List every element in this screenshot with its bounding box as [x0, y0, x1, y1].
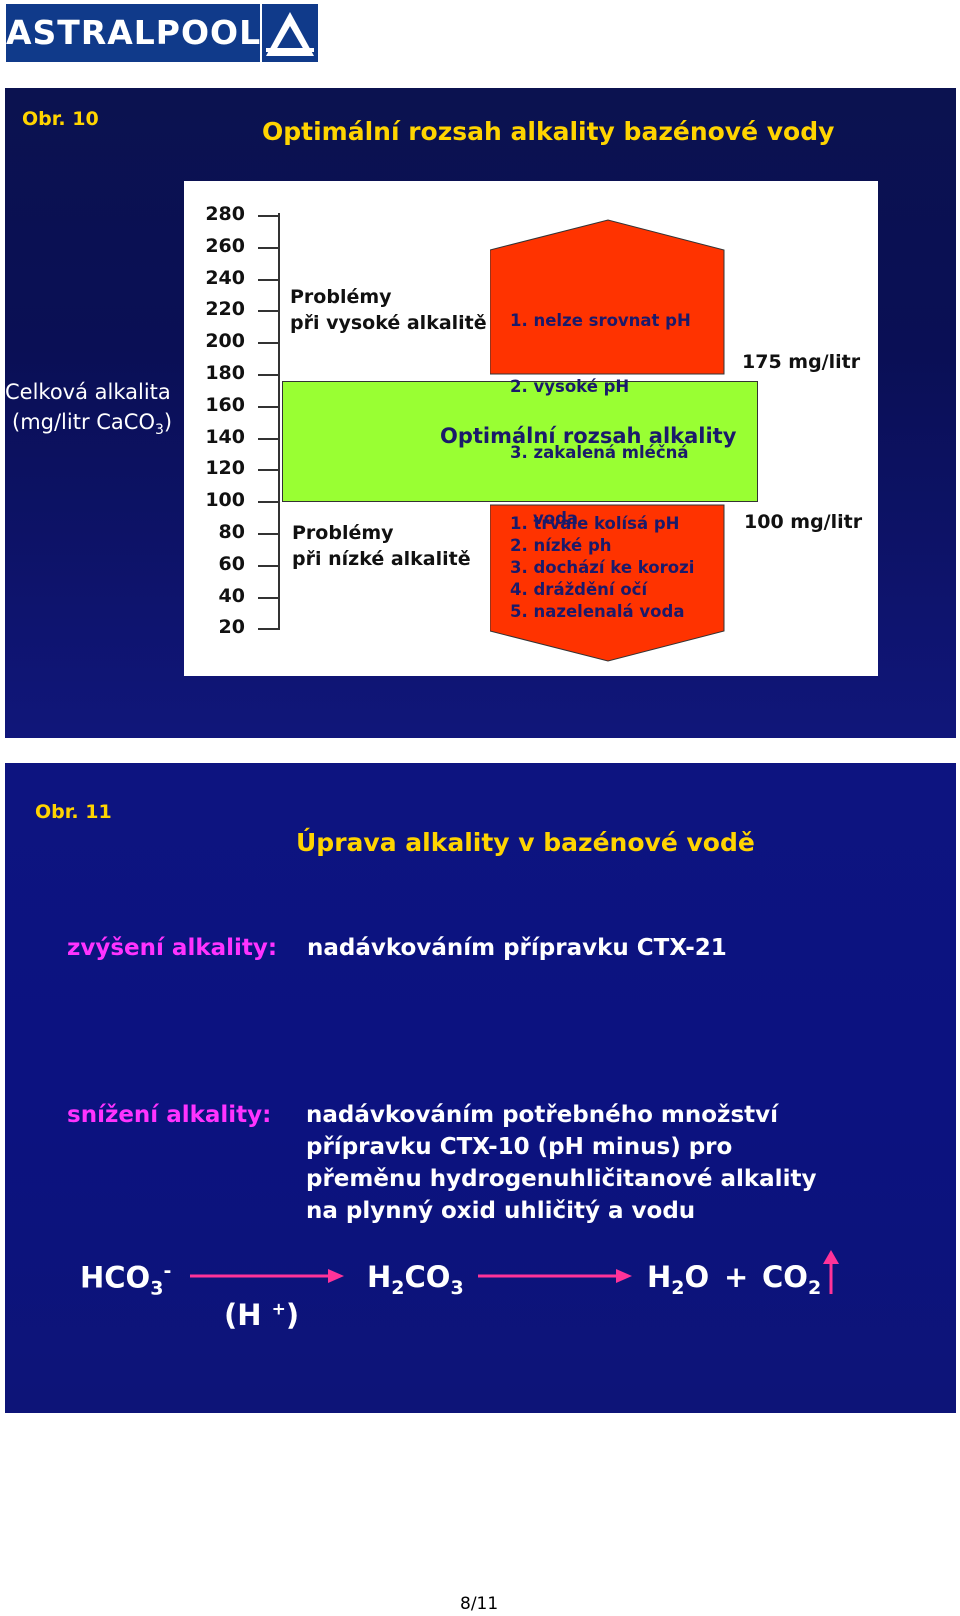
tick-mark — [258, 501, 280, 504]
tick-mark — [258, 246, 280, 249]
list-item: 1. nelze srovnat pH — [510, 311, 691, 330]
y-axis-title-line2: (mg/litr CaCO3) — [12, 410, 173, 439]
lower-limit-label: 100 mg/litr — [744, 511, 863, 533]
catalyst-h-plus: (H +) — [224, 1298, 300, 1332]
tick-label: 160 — [205, 393, 245, 416]
tick-label: 220 — [205, 298, 245, 321]
slide2-title: Úprava alkality v bazénové vodě — [296, 828, 755, 857]
tick-mark — [258, 342, 280, 345]
high-problem-shape — [490, 219, 725, 375]
intermediate-h2co3: H2CO3 — [367, 1260, 464, 1299]
decrease-line: přípravku CTX-10 (pH minus) pro — [306, 1134, 733, 1160]
low-problems-line1: Problémy — [292, 522, 394, 544]
tick-mark — [258, 437, 280, 440]
tick-label: 40 — [218, 584, 245, 607]
slide1-title: Optimální rozsah alkality bazénové vody — [262, 117, 835, 146]
tick-label: 140 — [205, 425, 245, 448]
tick-label: 20 — [218, 616, 245, 639]
decrease-text: nadávkováním potřebného množství příprav… — [306, 1099, 816, 1227]
low-problems-heading: Problémy při nízké alkalitě — [292, 520, 471, 572]
tick-mark — [258, 533, 280, 535]
tick-mark — [258, 215, 280, 217]
page-number: 8/11 — [460, 1594, 499, 1614]
increase-label: zvýšení alkality: — [67, 935, 278, 961]
astralpool-logo: ASTRALPOOL — [6, 4, 320, 62]
increase-text: nadávkováním přípravku CTX-21 — [307, 935, 727, 961]
reaction-arrow-2 — [478, 1269, 632, 1283]
gas-up-arrow-icon — [823, 1250, 839, 1294]
tick-label: 280 — [205, 203, 245, 225]
list-item: 2. vysoké pH — [510, 377, 630, 396]
tick-mark — [258, 564, 280, 567]
figure-label-11: Obr. 11 — [35, 801, 112, 823]
list-item: 1. trvale kolísá pH — [510, 514, 680, 533]
list-item: 5. nazelenalá voda — [510, 602, 685, 621]
reaction-arrow-1 — [190, 1269, 344, 1283]
tick-mark — [258, 405, 280, 408]
decrease-line: přeměnu hydrogenuhličitanové alkality — [306, 1166, 817, 1192]
tick-mark — [258, 469, 280, 472]
upper-limit-label: 175 mg/litr — [742, 351, 861, 373]
low-problems-line2: při nízké alkalitě — [292, 548, 471, 570]
high-problems-line1: Problémy — [290, 286, 392, 308]
tick-label: 80 — [218, 521, 245, 543]
tick-label: 260 — [205, 234, 245, 257]
product-co2: CO2 — [762, 1260, 822, 1299]
decrease-line: na plynný oxid uhličitý a vodu — [306, 1198, 696, 1224]
tick-label: 60 — [218, 552, 245, 575]
logo-text: ASTRALPOOL — [6, 4, 260, 62]
plus-sign: + — [724, 1260, 749, 1294]
low-problem-shape — [490, 504, 725, 662]
list-item: 4. dráždění očí — [510, 580, 648, 599]
list-item: 2. nízké ph — [510, 536, 612, 555]
decrease-label: snížení alkality: — [67, 1102, 272, 1128]
figure-label-10: Obr. 10 — [22, 108, 99, 130]
tick-mark — [258, 596, 280, 599]
tick-mark — [258, 374, 280, 376]
y-axis-title: Celková alkalita (mg/litr CaCO3) — [5, 377, 172, 445]
tick-label: 200 — [205, 330, 245, 353]
high-problems-line2: při vysoké alkalitě — [290, 312, 487, 334]
high-problems-heading: Problémy při vysoké alkalitě — [290, 284, 487, 336]
reactant-hco3: HCO3- — [80, 1260, 172, 1300]
tick-mark — [258, 310, 280, 313]
low-problems-list: 1. trvale kolísá pH 2. nízké ph 3. dochá… — [510, 513, 694, 623]
slide-obr-11 — [5, 763, 956, 1413]
product-h2o: H2O — [647, 1260, 710, 1299]
high-problems-list: 1. nelze srovnat pH 2. vysoké pH 3. zaka… — [510, 266, 691, 552]
optimal-range-bar — [282, 381, 758, 502]
list-item: 3. dochází ke korozi — [510, 558, 695, 577]
optimal-range-label: Optimální rozsah alkality — [440, 424, 737, 448]
logo-triangle-icon — [262, 4, 318, 62]
list-item: voda — [510, 509, 579, 528]
y-axis-title-line1: Celková alkalita — [5, 380, 171, 404]
tick-mark — [258, 628, 280, 631]
tick-label: 240 — [205, 266, 245, 289]
list-item: 3. zakalená mléčná — [510, 443, 689, 462]
tick-label: 120 — [205, 457, 245, 480]
axis-line — [278, 213, 280, 628]
tick-label: 100 — [205, 489, 245, 512]
decrease-line: nadávkováním potřebného množství — [306, 1102, 779, 1128]
tick-mark — [258, 278, 280, 281]
tick-label: 180 — [205, 362, 245, 384]
